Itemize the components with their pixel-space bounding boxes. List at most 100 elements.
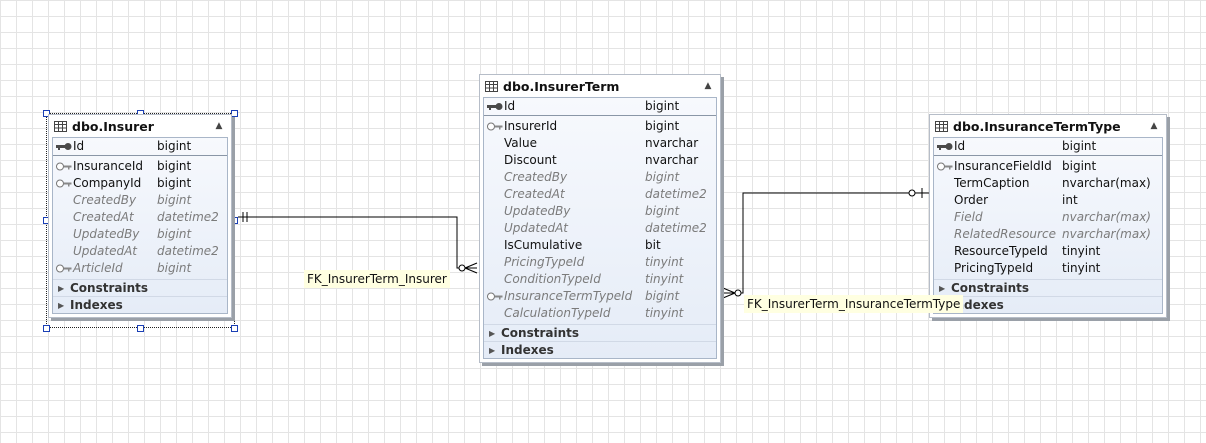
column-name: InsurerId: [504, 119, 558, 133]
section-indexes[interactable]: ▶ Indexes: [53, 296, 227, 313]
column-type: nvarchar: [645, 136, 699, 150]
column-row[interactable]: TermCaption nvarchar(max): [934, 175, 1162, 192]
section-constraints[interactable]: ▶Constraints: [53, 279, 227, 296]
column-icon-slot: [487, 203, 503, 220]
column-name: InsuranceFieldId: [954, 159, 1052, 173]
collapse-icon[interactable]: ▲: [704, 81, 712, 91]
column-icon-slot: [937, 192, 953, 209]
section-label: Indexes: [951, 298, 1004, 312]
column-type: bigint: [1062, 159, 1097, 173]
section-label: Indexes: [70, 298, 123, 312]
section-indexes[interactable]: ▶Indexes: [934, 296, 1162, 313]
column-type: bigint: [157, 261, 192, 275]
column-type: nvarchar(max): [1062, 176, 1151, 190]
column-name: Order: [954, 193, 989, 207]
table-header[interactable]: dbo.InsuranceTermType ▲: [930, 115, 1166, 137]
column-name: Id: [73, 139, 85, 153]
resize-handle-sw[interactable]: [43, 325, 50, 332]
section-list: ▶Constraints▶Indexes: [484, 324, 716, 358]
resize-handle-ne[interactable]: [231, 110, 238, 117]
table-title: dbo.InsurerTerm: [503, 78, 620, 94]
expand-arrow-icon[interactable]: ▶: [58, 301, 65, 310]
section-list: ▶Constraints▶Indexes: [53, 279, 227, 313]
column-name: CreatedAt: [504, 187, 565, 201]
section-constraints[interactable]: ▶Constraints: [934, 279, 1162, 296]
resize-handle-s[interactable]: [137, 325, 144, 332]
column-icon-slot: [487, 135, 503, 152]
column-type: nvarchar: [645, 153, 699, 167]
relationship-line-insurer[interactable]: [238, 212, 478, 274]
column-name: RelatedResource: [954, 227, 1056, 241]
foreign-key-icon: [487, 118, 503, 135]
section-indexes[interactable]: ▶ Indexes: [484, 341, 716, 358]
section-constraints[interactable]: ▶Constraints: [484, 324, 716, 341]
table-header[interactable]: dbo.InsurerTerm ▲: [480, 75, 720, 97]
section-label: Indexes: [501, 343, 554, 357]
table-header[interactable]: dbo.Insurer ▲: [49, 115, 231, 137]
column-icon-slot: [487, 254, 503, 271]
collapse-icon[interactable]: ▲: [215, 121, 223, 131]
table-icon: [935, 120, 948, 132]
column-icon-slot: [56, 226, 72, 243]
column-icon-slot: [56, 192, 72, 209]
column-icon-slot: [487, 220, 503, 237]
column-row[interactable]: PricingTypeId tinyint: [484, 254, 716, 271]
column-icon-slot: [487, 237, 503, 254]
column-row[interactable]: InsuranceFieldId bigint: [934, 158, 1162, 175]
relationship-label-insurance-term-type[interactable]: FK_InsurerTerm_InsuranceTermType: [744, 295, 964, 313]
resize-handle-e[interactable]: [231, 217, 238, 224]
column-type: datetime2: [645, 187, 707, 201]
column-row[interactable]: CreatedAt datetime2: [484, 186, 716, 203]
column-type: bigint: [157, 193, 192, 207]
column-icon-slot: [487, 169, 503, 186]
column-name: PricingTypeId: [504, 255, 585, 269]
column-name: TermCaption: [954, 176, 1030, 190]
expand-arrow-icon[interactable]: ▶: [489, 346, 496, 355]
section-list: ▶Constraints▶Indexes: [934, 279, 1162, 313]
column-type: tinyint: [645, 255, 684, 269]
expand-arrow-icon[interactable]: ▶: [58, 284, 65, 293]
relationship-label-insurer[interactable]: FK_InsurerTerm_Insurer: [304, 270, 450, 288]
expand-arrow-icon[interactable]: ▶: [489, 329, 496, 338]
collapse-icon[interactable]: ▲: [1150, 121, 1158, 131]
relationship-line-insurance-term-type[interactable]: [722, 188, 930, 299]
column-name: ConditionTypeId: [504, 272, 601, 286]
expand-arrow-icon[interactable]: ▶: [939, 284, 946, 293]
resize-handle-nw[interactable]: [43, 110, 50, 117]
resize-handle-se[interactable]: [231, 325, 238, 332]
column-name: IsCumulative: [504, 238, 583, 252]
